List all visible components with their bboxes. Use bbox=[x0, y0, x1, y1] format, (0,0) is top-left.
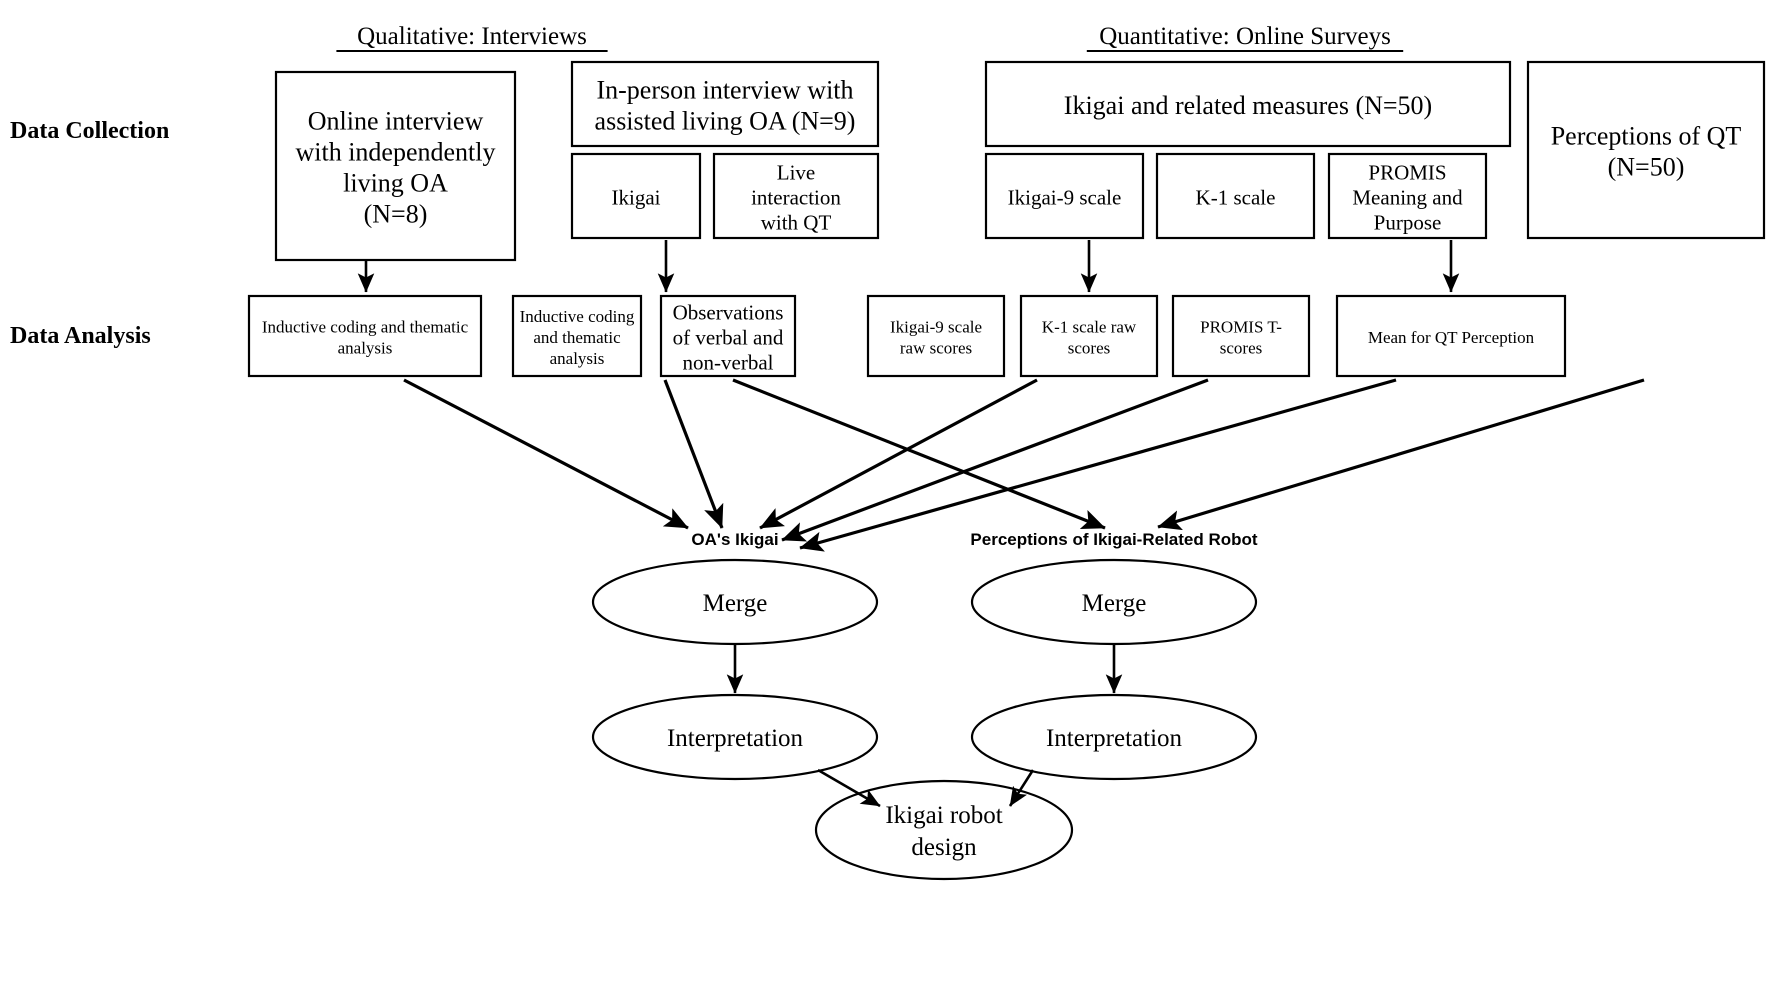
box-label-line: PROMIS T- bbox=[1200, 317, 1282, 336]
ellipse-node-ikigai-robot-design: Ikigai robot design bbox=[814, 779, 1074, 881]
data-collection-box-k-1-scale: K-1 scale bbox=[1155, 152, 1316, 240]
box-outline bbox=[1171, 294, 1311, 378]
connector-inductive1-to-oas-ikigai bbox=[403, 378, 689, 530]
row-label-data-analysis: Data Analysis bbox=[10, 323, 151, 349]
box-outline bbox=[1335, 294, 1567, 378]
ellipse-label-line: Interpretation bbox=[1046, 725, 1183, 752]
box-label-line: PROMIS bbox=[1368, 160, 1446, 184]
box-outline bbox=[1327, 152, 1488, 240]
box-label-line: interaction bbox=[751, 185, 841, 209]
section-header-qualitative: Qualitative: Interviews bbox=[357, 23, 587, 50]
ellipse-node-merge-right: Merge bbox=[970, 558, 1258, 646]
data-analysis-box-ikigai-9-raw-scores: Ikigai-9 scale raw scores bbox=[866, 294, 1006, 378]
connector-observations-to-perceptions bbox=[732, 378, 1106, 530]
box-label-line: non-verbal bbox=[683, 350, 774, 374]
box-label-line: Ikigai bbox=[612, 185, 661, 209]
box-outline bbox=[984, 152, 1145, 240]
ellipse-label-line: Ikigai robot bbox=[885, 802, 1002, 829]
ellipse-outline bbox=[970, 558, 1258, 646]
box-label-line: Online interview bbox=[308, 107, 484, 136]
connector-promist-to-oas-ikigai bbox=[799, 378, 1397, 552]
data-analysis-box-promis-t-scores: PROMIS T-scores bbox=[1171, 294, 1311, 378]
data-analysis-box-inductive-coding-2: Inductive coding and thematic analysis bbox=[511, 294, 643, 378]
box-label-line: K-1 scale bbox=[1196, 185, 1276, 209]
ellipse-label-line: Interpretation bbox=[667, 725, 804, 752]
merge-node-label-oas-ikigai: OA's Ikigai bbox=[691, 530, 778, 549]
box-outline bbox=[1155, 152, 1316, 240]
box-label-line: Purpose bbox=[1374, 210, 1442, 234]
box-label-line: Inductive coding bbox=[520, 307, 635, 326]
box-label-line: of verbal and bbox=[673, 325, 784, 349]
section-header-quantitative: Quantitative: Online Surveys bbox=[1099, 23, 1391, 50]
box-label-line: Ikigai-9 scale bbox=[890, 317, 982, 336]
box-outline bbox=[247, 294, 483, 378]
box-label-line: Mean for QT Perception bbox=[1368, 328, 1535, 347]
ellipse-label-line: Merge bbox=[1082, 590, 1147, 617]
box-label-line: with QT bbox=[761, 210, 832, 234]
data-collection-box-ikigai-sub: Ikigai bbox=[570, 152, 702, 240]
connector-inductive2-to-oas-ikigai bbox=[663, 379, 724, 529]
connector-interpretation-left-to-design bbox=[817, 768, 881, 808]
box-label-line: Observations bbox=[673, 300, 784, 324]
row-label-data-collection: Data Collection bbox=[10, 118, 169, 144]
box-outline bbox=[659, 294, 797, 378]
ellipse-outline bbox=[591, 693, 879, 781]
box-label-line: and thematic bbox=[533, 328, 621, 347]
box-outline bbox=[712, 152, 880, 240]
box-label-line: In-person interview with bbox=[596, 76, 853, 105]
box-outline bbox=[1526, 60, 1766, 240]
data-collection-box-ikigai-9-scale: Ikigai-9 scale bbox=[984, 152, 1145, 240]
box-outline bbox=[1019, 294, 1159, 378]
ellipse-node-interpretation-right: Interpretation bbox=[970, 693, 1258, 781]
box-outline bbox=[866, 294, 1006, 378]
box-outline bbox=[570, 152, 702, 240]
box-label-line: Ikigai and related measures (N=50) bbox=[1064, 91, 1432, 120]
connector-meanqt-to-perceptions bbox=[1157, 378, 1645, 531]
ellipse-label-line: design bbox=[911, 834, 977, 861]
ellipse-outline bbox=[814, 779, 1074, 881]
box-label-line: Ikigai-9 scale bbox=[1008, 185, 1122, 209]
data-collection-box-perceptions-of-qt: Perceptions of QT(N=50) bbox=[1526, 60, 1766, 240]
box-outline bbox=[570, 60, 880, 148]
box-outline bbox=[274, 70, 517, 262]
box-label-line: assisted living OA (N=9) bbox=[595, 107, 856, 136]
ellipse-outline bbox=[591, 558, 879, 646]
connector-k1raw-to-oas-ikigai bbox=[781, 378, 1209, 542]
box-label-line: scores bbox=[1068, 338, 1110, 357]
box-label-line: Meaning and bbox=[1352, 185, 1463, 209]
box-label-line: analysis bbox=[338, 338, 393, 357]
ellipse-node-interpretation-left: Interpretation bbox=[591, 693, 879, 781]
box-label-line: Live bbox=[777, 160, 815, 184]
data-analysis-box-mean-qt-perception: Mean for QT Perception bbox=[1335, 294, 1567, 378]
box-label-line: (N=50) bbox=[1608, 153, 1685, 182]
data-collection-box-ikigai-related-measures: Ikigai and related measures (N=50) bbox=[984, 60, 1512, 148]
box-outline bbox=[984, 60, 1512, 148]
ellipse-node-merge-left: Merge bbox=[591, 558, 879, 646]
connector-interpretation-right-to-design bbox=[1008, 769, 1035, 807]
box-outline bbox=[511, 294, 643, 378]
ellipse-outline bbox=[970, 693, 1258, 781]
box-label-line: K-1 scale raw bbox=[1042, 317, 1137, 336]
box-label-line: living OA bbox=[343, 169, 448, 198]
data-analysis-box-k-1-raw-scores: K-1 scale raw scores bbox=[1019, 294, 1159, 378]
merge-node-label-perceptions-ikigai-robot: Perceptions of Ikigai-Related Robot bbox=[970, 530, 1257, 549]
data-analysis-box-inductive-coding-1: Inductive coding and thematic analysis bbox=[247, 294, 483, 378]
ellipse-label-line: Merge bbox=[703, 590, 768, 617]
box-label-line: with independently bbox=[295, 138, 495, 167]
box-label-line: scores bbox=[1220, 338, 1262, 357]
box-label-line: Inductive coding and thematic bbox=[262, 317, 469, 336]
box-label-line: raw scores bbox=[900, 338, 972, 357]
box-label-line: Perceptions of QT bbox=[1551, 122, 1742, 151]
connector-ikigai9raw-to-oas-ikigai bbox=[759, 378, 1038, 530]
box-label-line: (N=8) bbox=[364, 200, 428, 229]
box-label-line: analysis bbox=[550, 349, 605, 368]
